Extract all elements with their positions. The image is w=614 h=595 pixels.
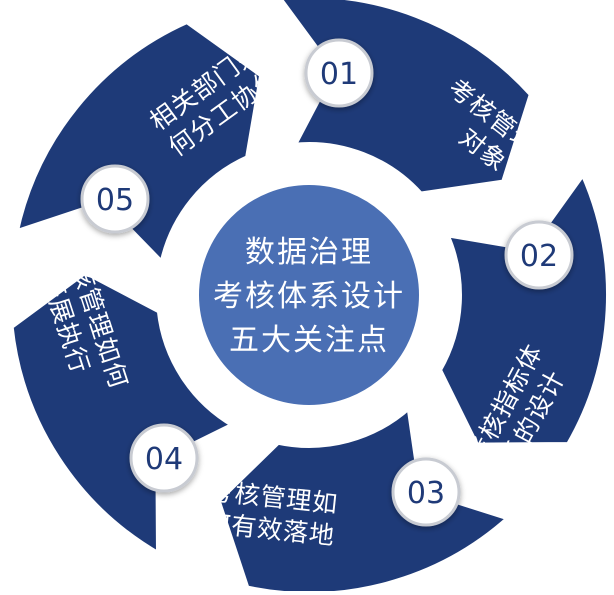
ring-segment-05 — [11, 17, 266, 270]
ring-segment-03 — [214, 400, 516, 595]
badge-number-02: 02 — [520, 239, 558, 274]
badge-number-03: 03 — [407, 476, 445, 511]
badge-number-05: 05 — [96, 183, 134, 218]
ring-segment-04 — [7, 267, 241, 561]
center-title-line-2: 考核体系设计 — [213, 279, 405, 314]
badge-number-04: 04 — [145, 442, 183, 477]
center-title-line-3: 五大关注点 — [229, 323, 389, 358]
badge-02 — [504, 220, 574, 290]
badge-01 — [304, 38, 374, 108]
badge-number-01: 01 — [320, 57, 358, 92]
badge-03 — [391, 457, 461, 527]
number-badges: 01 02 03 04 05 — [80, 38, 574, 527]
badge-04 — [129, 423, 199, 493]
badge-05 — [80, 164, 150, 234]
center-title-line-1: 数据治理 — [245, 235, 373, 270]
center-circle — [195, 181, 423, 409]
